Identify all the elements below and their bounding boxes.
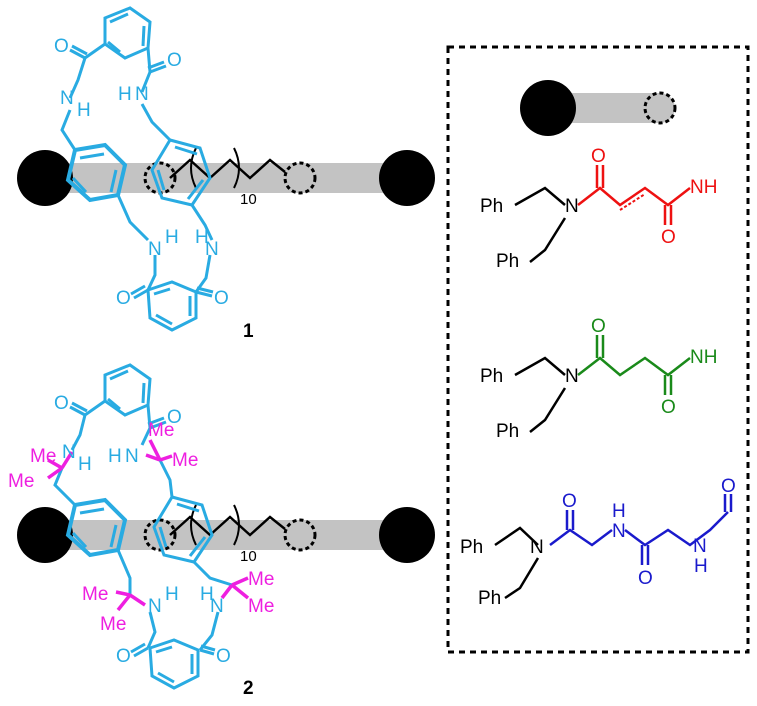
stopper-left-2 bbox=[17, 507, 73, 563]
station-dotted-right-2 bbox=[283, 518, 317, 552]
legend-border bbox=[446, 45, 750, 654]
h-label-bottom-right-2: H bbox=[200, 584, 214, 605]
fum-ph-1: Ph bbox=[480, 196, 503, 217]
n-label-top-right-1: N bbox=[135, 84, 149, 105]
station-dotted-right-1 bbox=[283, 161, 317, 195]
n-label-bottom-left-1: N bbox=[148, 239, 162, 260]
o-label-top-right-2: O bbox=[167, 407, 182, 428]
me-label-1: Me bbox=[30, 446, 56, 467]
h-label-bottom-right-1: H bbox=[195, 227, 209, 248]
rotaxane-2: 10 bbox=[8, 363, 435, 699]
suc-ph-1: Ph bbox=[480, 366, 503, 387]
suc-ph-2: Ph bbox=[496, 421, 519, 442]
n-label-bottom-left-2: N bbox=[148, 596, 162, 617]
axle-bar-1 bbox=[45, 163, 410, 193]
me-label-8: Me bbox=[248, 596, 274, 617]
gly-n-2: N bbox=[693, 536, 707, 557]
repeat-bracket-right-2 bbox=[233, 504, 240, 546]
h-label-top-left-2: H bbox=[78, 454, 92, 475]
me-label-6: Me bbox=[100, 614, 126, 635]
h-label-top-right-1: H bbox=[118, 84, 132, 105]
h-label-bottom-left-1: H bbox=[165, 227, 179, 248]
suc-n: N bbox=[565, 366, 579, 387]
bottom-benzene-ring-1 bbox=[146, 280, 198, 332]
legend-stopper bbox=[520, 80, 576, 136]
macrocycle-1 bbox=[60, 6, 214, 332]
repeat-subscript-1: 10 bbox=[240, 191, 257, 208]
stopper-right-1 bbox=[379, 150, 435, 206]
repeat-subscript-2: 10 bbox=[240, 548, 257, 565]
compound-number-2: 2 bbox=[243, 678, 254, 699]
gly-ph-2: Ph bbox=[478, 588, 501, 609]
gly-o-3: O bbox=[721, 476, 736, 497]
legend-fumaramide: Ph Ph N O O NH bbox=[480, 146, 717, 272]
o-label-top-left-2: O bbox=[54, 393, 69, 414]
me-label-3: Me bbox=[148, 420, 174, 441]
axle-bar-2 bbox=[45, 520, 410, 550]
o-label-bottom-right-1: O bbox=[214, 288, 229, 309]
me-label-4: Me bbox=[172, 450, 198, 471]
h-label-top-left-1: H bbox=[77, 100, 91, 121]
stopper-right-2 bbox=[379, 507, 435, 563]
suc-o-bottom: O bbox=[661, 397, 676, 418]
station-dotted-left-2 bbox=[143, 518, 177, 552]
fum-n: N bbox=[565, 196, 579, 217]
o-label-top-left-1: O bbox=[54, 36, 69, 57]
legend-box: Ph Ph N O O NH Ph Ph N O O NH bbox=[446, 45, 750, 654]
repeat-bracket-left-1 bbox=[190, 147, 197, 189]
alkyl-chain-2 bbox=[169, 515, 286, 537]
me-label-5: Me bbox=[82, 584, 108, 605]
o-label-top-right-1: O bbox=[167, 50, 182, 71]
o-label-bottom-left-1: O bbox=[116, 288, 131, 309]
o-label-bottom-left-2: O bbox=[116, 646, 131, 667]
fum-nh: NH bbox=[690, 177, 717, 198]
fum-o-top: O bbox=[591, 146, 606, 167]
legend-glycylglycine: Ph Ph N O H N O N H O bbox=[460, 476, 736, 609]
gly-h-2: H bbox=[694, 556, 708, 577]
suc-o-top: O bbox=[591, 316, 606, 337]
legend-station bbox=[643, 91, 677, 125]
legend-succinamide: Ph Ph N O O NH bbox=[480, 316, 717, 442]
h-label-bottom-left-2: H bbox=[165, 584, 179, 605]
gly-h-1: H bbox=[612, 501, 626, 522]
n-label-top-left-1: N bbox=[60, 88, 74, 109]
o-label-bottom-right-2: O bbox=[216, 646, 231, 667]
n-label-bottom-right-2: N bbox=[210, 596, 224, 617]
gly-n-1: N bbox=[612, 521, 626, 542]
me-label-2: Me bbox=[8, 471, 34, 492]
n-label-bottom-right-1: N bbox=[205, 239, 219, 260]
rotaxane-1: 10 bbox=[17, 6, 435, 342]
n-label-top-left-2: N bbox=[62, 442, 76, 463]
fum-o-bottom: O bbox=[661, 227, 676, 248]
suc-nh: NH bbox=[690, 347, 717, 368]
compound-number-1: 1 bbox=[243, 321, 254, 342]
macrocycle-2 bbox=[53, 363, 233, 690]
gly-o-1: O bbox=[562, 491, 577, 512]
gly-ph-1: Ph bbox=[460, 537, 483, 558]
bottom-benzene-ring-2 bbox=[148, 638, 200, 690]
me-label-7: Me bbox=[248, 569, 274, 590]
gly-o-2: O bbox=[638, 568, 653, 589]
gly-n: N bbox=[530, 537, 544, 558]
gem-dimethyl-groups-2 bbox=[46, 439, 250, 612]
stopper-left-1 bbox=[17, 150, 73, 206]
fum-ph-2: Ph bbox=[496, 251, 519, 272]
n-label-top-right-2: N bbox=[125, 446, 139, 467]
alkyl-chain-1 bbox=[169, 158, 286, 180]
h-label-top-right-2: H bbox=[108, 446, 122, 467]
repeat-bracket-right-1 bbox=[233, 147, 240, 189]
